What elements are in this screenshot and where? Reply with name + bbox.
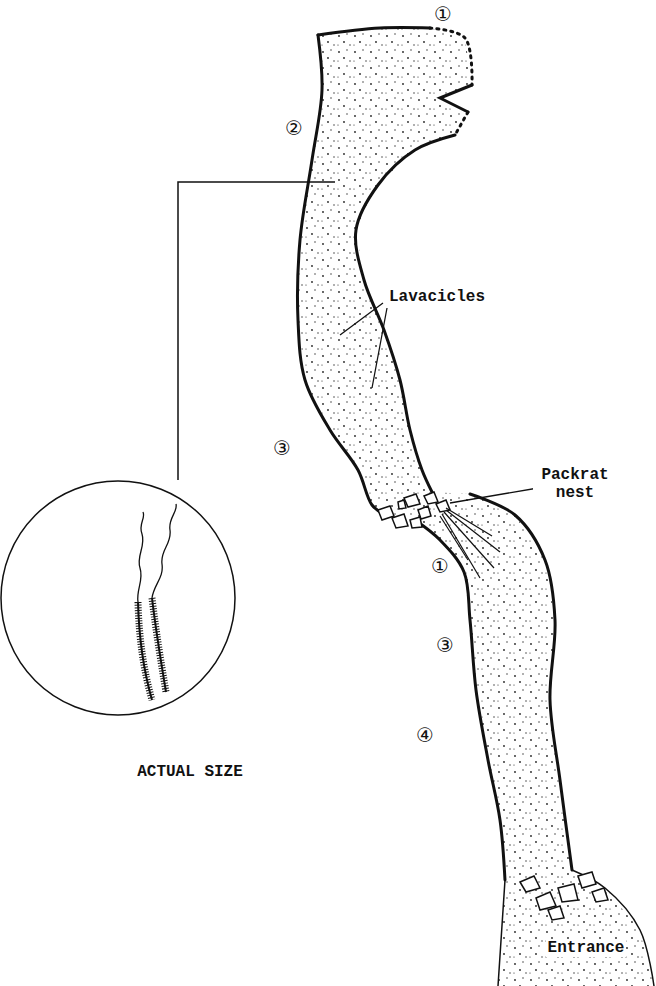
cave-wall <box>455 112 468 135</box>
cave-wall <box>498 880 505 986</box>
callout-number: ④ <box>414 724 436 747</box>
cave-passage <box>297 28 654 986</box>
cave-wall <box>572 870 654 986</box>
leader-lines <box>340 303 538 503</box>
cave-wall <box>318 28 430 35</box>
entrance-rocks <box>520 872 608 920</box>
feature-label: Packrat nest <box>533 466 617 503</box>
lavacicle-sample <box>138 504 177 700</box>
inset-caption: ACTUAL SIZE <box>135 763 245 781</box>
callout-number: ③ <box>434 634 456 657</box>
inset-leader <box>178 182 335 480</box>
cave-wall <box>355 135 455 492</box>
cave-wall <box>470 494 572 870</box>
callout-number: ③ <box>271 437 293 460</box>
inset-circle <box>1 481 235 715</box>
callout-number: ② <box>283 117 305 140</box>
cave-floor <box>298 28 654 986</box>
entrance-label: Entrance <box>546 939 627 957</box>
packrat-nest-rocks <box>378 492 450 528</box>
callout-number: ① <box>429 555 451 578</box>
cave-wall <box>415 520 505 880</box>
callout-number: ① <box>432 3 454 26</box>
cave-wall <box>297 35 385 515</box>
feature-label: Lavacicles <box>387 288 487 306</box>
cave-wall <box>440 85 472 112</box>
cave-wall <box>430 28 472 85</box>
